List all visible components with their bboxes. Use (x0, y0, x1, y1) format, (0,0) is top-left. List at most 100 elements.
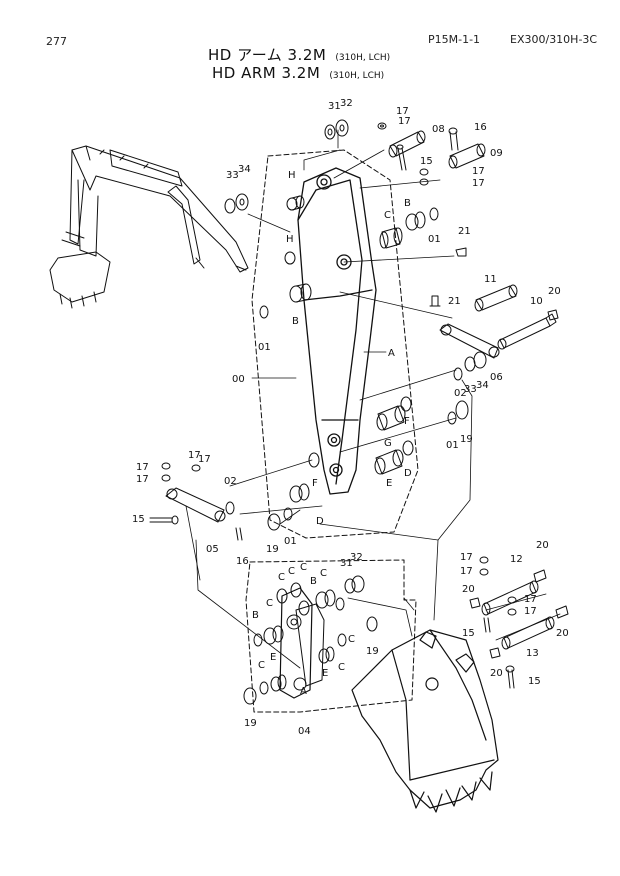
label-17-left-a: 17 (136, 462, 149, 473)
title-japanese: HD アーム 3.2M (310H, LCH) (208, 44, 390, 65)
label-C-link-4: C (320, 568, 327, 579)
label-13: 13 (526, 648, 539, 659)
washer-01-right (447, 411, 457, 425)
label-19-link: 19 (366, 646, 379, 657)
washer-01-top (429, 207, 439, 221)
washer-31-link (344, 578, 356, 594)
label-33-right: 33 (464, 384, 477, 395)
label-15-right-b: 15 (528, 676, 541, 687)
label-15-left: 15 (132, 514, 145, 525)
label-F-right: F (404, 416, 410, 427)
label-01-top: 01 (428, 234, 441, 245)
bolt-16-top (448, 127, 459, 151)
top-pins (224, 119, 486, 307)
label-E-link: E (322, 668, 328, 679)
bucket-pins (469, 556, 569, 689)
label-C-top: C (384, 210, 391, 221)
nut-17-left-c (191, 464, 201, 472)
grease-20-right (555, 605, 569, 619)
nut-17-right-d (479, 568, 489, 576)
grease-20-pin12 (533, 569, 547, 583)
label-D-right: D (404, 468, 412, 479)
washer-32-top (335, 119, 349, 137)
grease-fitting-21-mid (429, 295, 441, 307)
label-01-right: 01 (446, 440, 459, 451)
label-32-link: 32 (350, 552, 363, 563)
oring-19-bottom (243, 687, 257, 705)
label-D-left: D (316, 516, 324, 527)
label-01-left: 01 (258, 342, 271, 353)
label-34-right: 34 (476, 380, 489, 391)
grease-20-top (547, 309, 559, 321)
label-20-pin12: 20 (536, 540, 549, 551)
label-C-link-2: C (300, 562, 307, 573)
bucket (351, 629, 499, 813)
bolt-15-right-b (505, 665, 515, 689)
sheet-code: P15M-1-1 (428, 33, 481, 46)
page-number: 277 (46, 35, 67, 48)
label-B-link: B (310, 576, 317, 587)
label-I: H (286, 234, 294, 245)
label-20-left-a: 20 (462, 584, 475, 595)
label-01-bottom: 01 (284, 536, 297, 547)
excavator-thumbnail (49, 145, 249, 309)
label-E-link-left: E (270, 652, 276, 663)
nut-17-right-a (419, 168, 429, 176)
pin-13 (501, 616, 555, 650)
label-31-link: 31 (340, 558, 353, 569)
label-06: 06 (490, 372, 503, 383)
label-05: 05 (206, 544, 219, 555)
label-G: G (384, 438, 392, 449)
washer-01-bottom (283, 507, 293, 521)
pin-08 (388, 130, 426, 158)
label-11: 11 (484, 274, 497, 285)
washer-33-left (224, 198, 236, 214)
nut-17-left-b (161, 474, 171, 482)
label-31-top: 31 (328, 101, 341, 112)
washer-01-left (259, 305, 269, 319)
label-21-mid: 21 (448, 296, 461, 307)
label-20-top: 20 (548, 286, 561, 297)
nut-17-left-a (161, 462, 171, 470)
label-34: 34 (238, 164, 251, 175)
label-21-top: 21 (458, 226, 471, 237)
bushing-c-5 (253, 633, 263, 647)
label-20-left-b: 20 (490, 668, 503, 679)
washer-31-top (324, 124, 336, 140)
pin-11 (474, 284, 518, 312)
washer-34-left (235, 193, 249, 211)
leader-lines (185, 129, 561, 669)
washer-02-right (453, 367, 463, 381)
link-assembly-04 (243, 575, 378, 705)
label-00: 00 (232, 374, 245, 385)
bushing-c-7 (259, 681, 269, 695)
label-A-link: A (300, 686, 307, 697)
label-19-right: 19 (460, 434, 473, 445)
title-english: HD ARM 3.2M (310H, LCH) (212, 63, 384, 82)
label-12: 12 (510, 554, 523, 565)
bushing-g (376, 405, 406, 431)
bushing-e-link (318, 646, 335, 664)
nut-17-right-c (479, 556, 489, 564)
assembly-outlines (245, 149, 419, 713)
label-17-right-d: 17 (460, 566, 473, 577)
title-en-sub: (310H, LCH) (329, 71, 385, 81)
bushing-c-3 (298, 600, 310, 616)
pin-09 (448, 143, 486, 169)
label-B-top: B (404, 198, 411, 209)
bushing-c-1 (276, 588, 288, 604)
nut-17-right-e (507, 596, 517, 604)
label-02-right: 02 (454, 388, 467, 399)
title-en-main: HD ARM 3.2M (212, 64, 321, 82)
label-17-right-c: 17 (460, 552, 473, 563)
bolt-15-left (149, 515, 179, 525)
label-17-left-c: 17 (188, 450, 201, 461)
label-17-left-d: 17 (198, 454, 211, 465)
label-17-right-f: 17 (524, 606, 537, 617)
nut-17-right-f (507, 608, 517, 616)
link-assembly-boundary (245, 559, 417, 713)
bushing-d-right (402, 440, 414, 456)
label-A: A (388, 348, 395, 359)
label-C-link-3: C (278, 572, 285, 583)
label-17-right-b: 17 (472, 178, 485, 189)
